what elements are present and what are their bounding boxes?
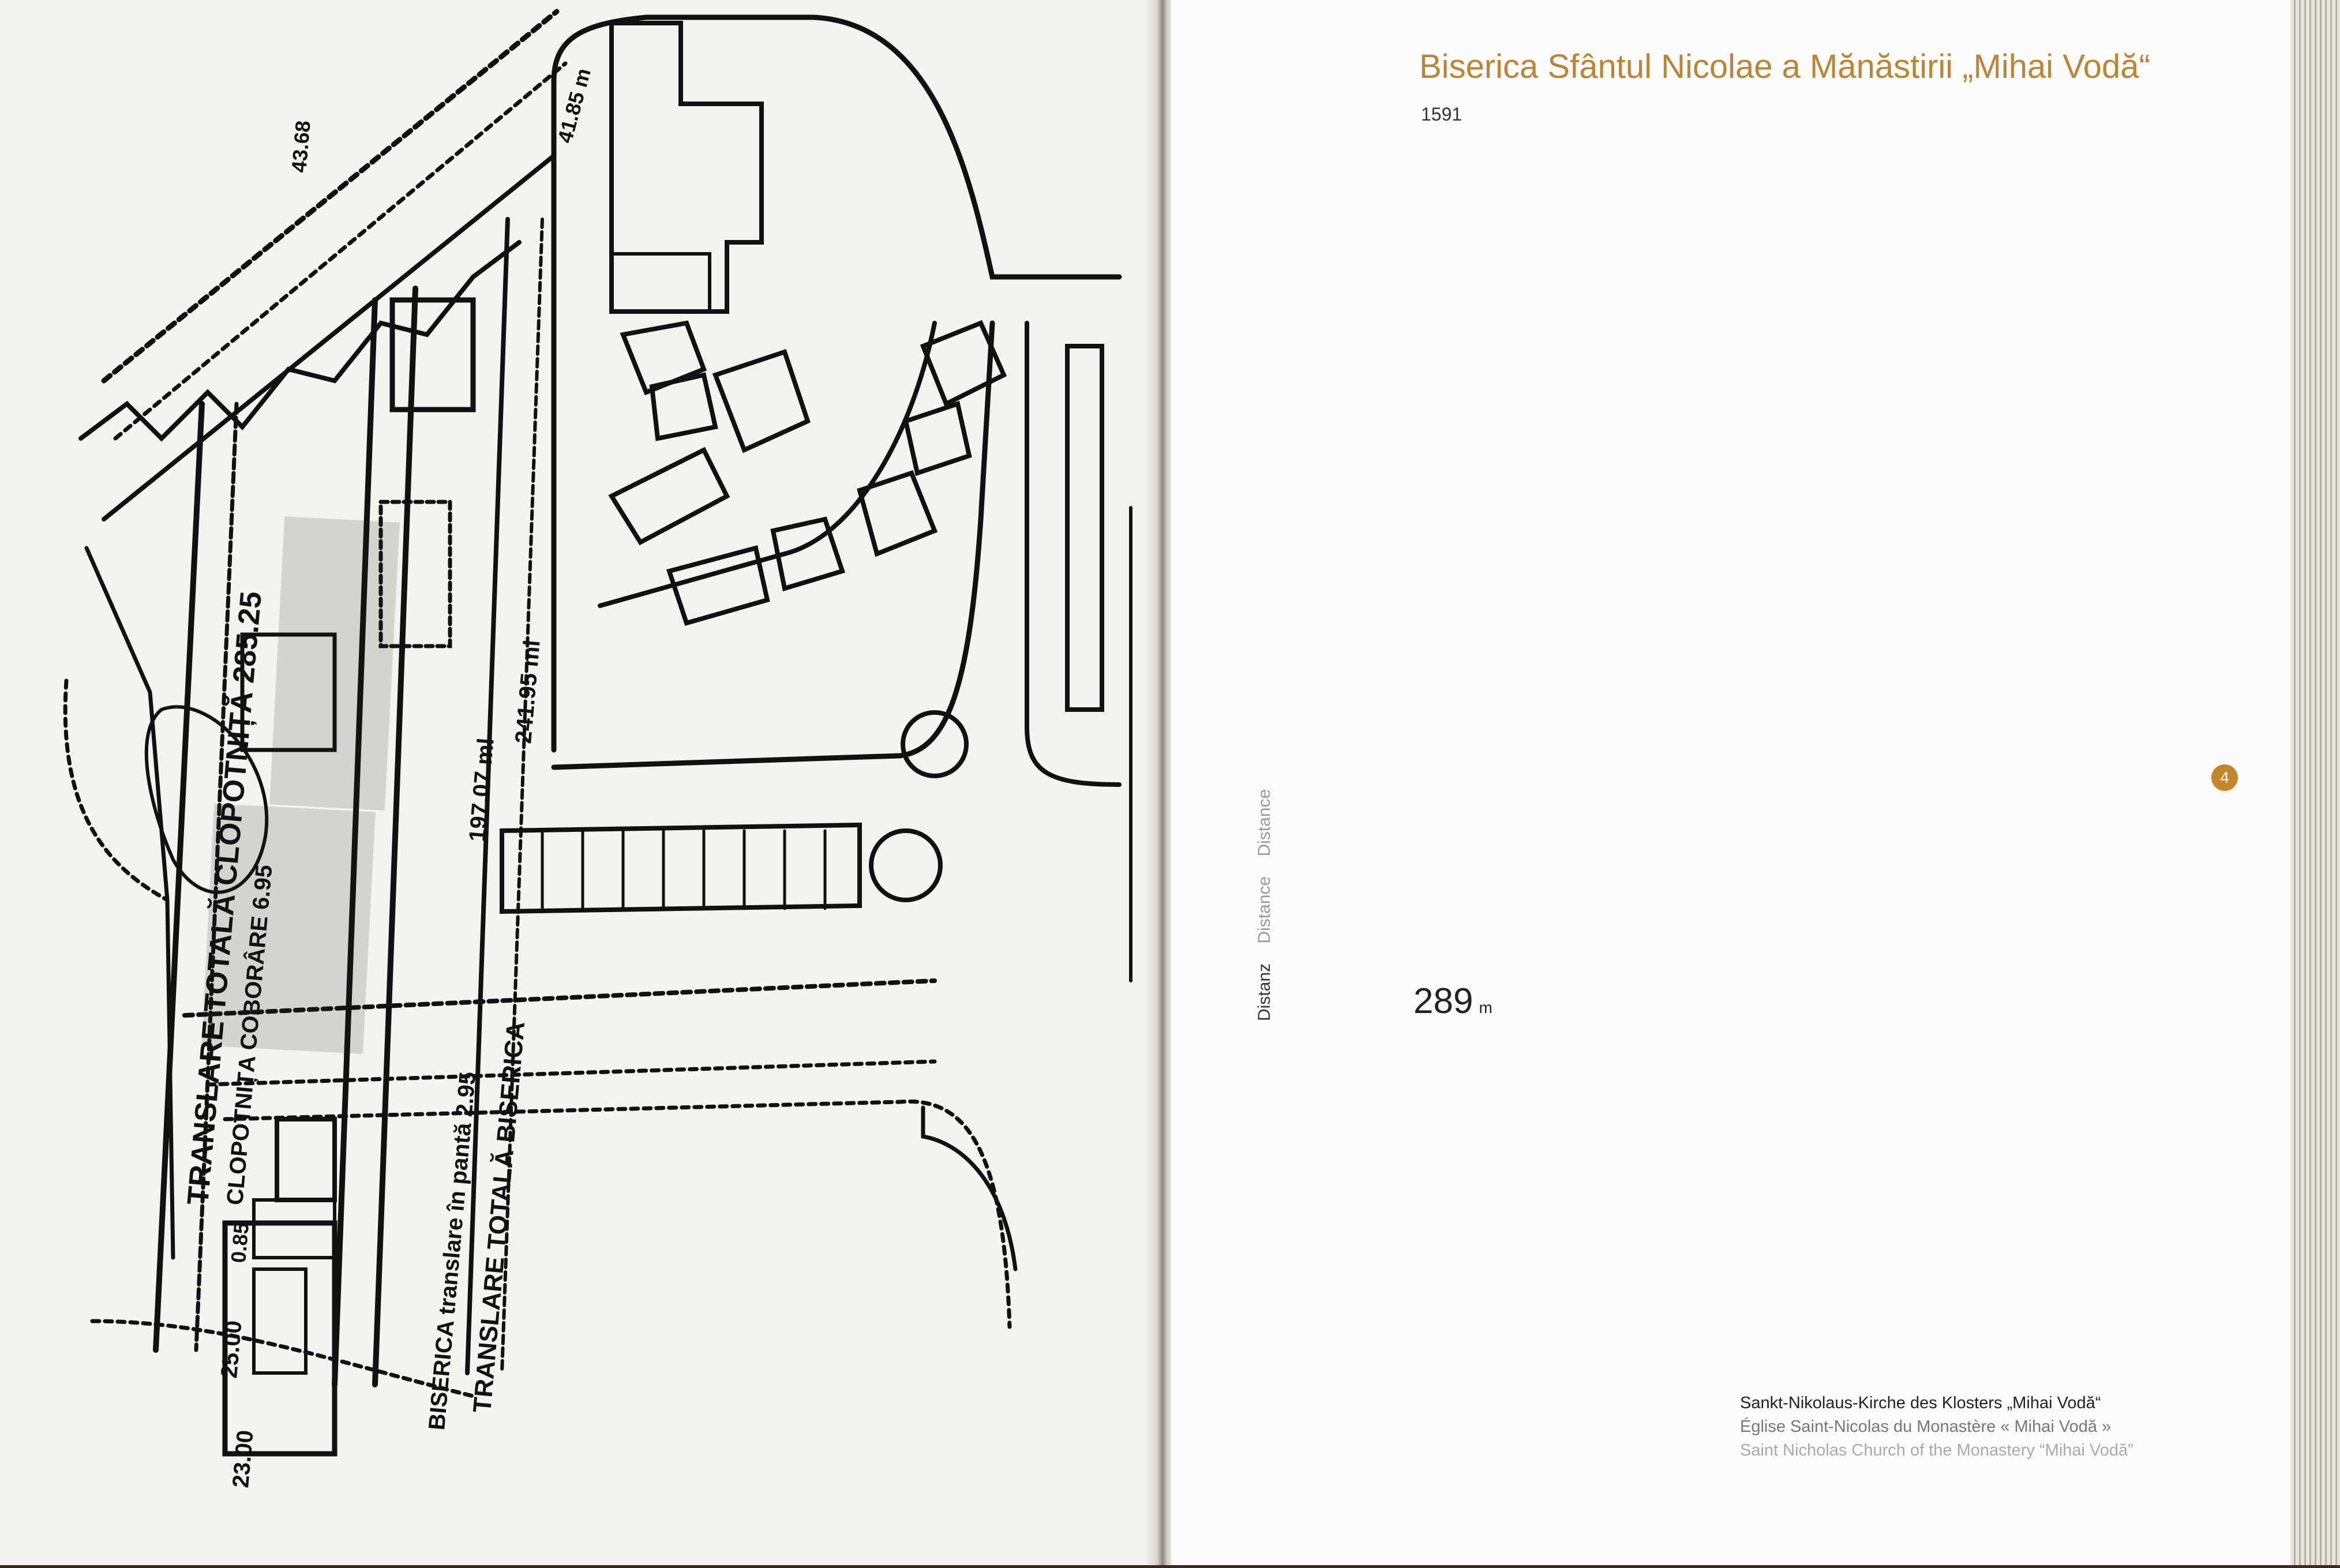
street-edge-south	[182, 978, 937, 1018]
entry-number-badge: 4	[2211, 764, 2238, 791]
belfry	[275, 1117, 337, 1202]
block-row-dividers	[541, 829, 827, 913]
captions: Sankt-Nikolaus-Kirche des Klosters „Miha…	[1740, 1391, 2133, 1462]
distance-value: 289	[1413, 981, 1473, 1021]
building-g	[920, 320, 1007, 407]
building-h	[903, 400, 972, 477]
label-distance-41: 41.85 m	[553, 66, 595, 145]
distance-labels: Distanz Distance Distance	[1255, 675, 1289, 1021]
building-c	[620, 320, 707, 396]
track-mid-1	[332, 297, 378, 1387]
caption-de: Sankt-Nikolaus-Kirche des Klosters „Miha…	[1740, 1394, 2101, 1412]
track-left-2	[194, 402, 239, 1352]
site-plan-drawing: TRANSLARE TOTALĂ CLOPOTNIȚĂ 285.25 CLOPO…	[63, 9, 1132, 1489]
left-page: TRANSLARE TOTALĂ CLOPOTNIȚĂ 285.25 CLOPO…	[0, 0, 1165, 1565]
track-left-1	[153, 401, 205, 1353]
street-edge-ne-2	[113, 61, 568, 441]
building-east-strip	[1065, 344, 1104, 712]
building-a	[609, 21, 764, 314]
track-mid-4	[500, 217, 544, 1375]
building-i	[857, 470, 938, 557]
garden	[144, 705, 268, 894]
belfry-lower	[252, 1198, 336, 1259]
distance-label-fr: Distance	[1255, 876, 1274, 944]
building-j	[770, 516, 846, 592]
building-f	[608, 447, 730, 546]
street-edge-ne	[101, 9, 560, 384]
building-e	[712, 348, 811, 453]
track-mid-3	[465, 217, 510, 1375]
distance-unit: m	[1479, 999, 1492, 1016]
church-final-inner	[252, 1267, 308, 1375]
rotunda-1	[901, 710, 969, 778]
west-boundary	[84, 546, 175, 1260]
curb-east	[1025, 321, 1122, 787]
curb-main	[551, 320, 995, 770]
building-b	[610, 252, 711, 313]
block-row	[500, 822, 862, 914]
curb-lower-east	[921, 1105, 1018, 1271]
page-edges	[2290, 0, 2340, 1565]
shading-track	[201, 803, 376, 1055]
curb-inner	[598, 321, 937, 608]
distance-label-en: Distance	[1255, 789, 1274, 857]
label-elevation-23: 23.00	[228, 1429, 258, 1489]
site-plan: TRANSLARE TOTALĂ CLOPOTNIȚĂ 285.25 CLOPO…	[35, 0, 1154, 1565]
rotunda-2	[869, 828, 943, 902]
nw-buildings-2	[102, 153, 556, 522]
shading-track-2	[269, 516, 400, 811]
church-mid	[378, 500, 452, 648]
curb-north	[551, 14, 1122, 753]
building-k	[666, 545, 770, 626]
label-distance-241: 241.95 ml	[511, 639, 545, 744]
label-distance-197: 197.07 ml	[464, 737, 499, 842]
building-d	[649, 372, 718, 441]
church-original	[389, 297, 476, 412]
church-final	[222, 1220, 337, 1457]
entry-year: 1591	[1421, 104, 1462, 125]
street-edge-south-2	[205, 1059, 937, 1087]
staircase	[240, 632, 337, 752]
track-mid-2	[372, 286, 418, 1387]
label-elevation-43: 43.68	[287, 119, 315, 173]
distance-readout: 289 m	[1413, 981, 1492, 1022]
label-elevation-085: 0.85	[226, 1221, 253, 1263]
street-edge-lower	[223, 1099, 1012, 1329]
street-edge-bottom	[90, 1319, 475, 1398]
caption-en: Saint Nicholas Church of the Monastery “…	[1740, 1441, 2133, 1460]
entry-title: Biserica Sfântul Nicolae a Mănăstirii „M…	[1419, 48, 2150, 85]
street-edge-west	[63, 678, 170, 902]
distance-label-de: Distanz	[1255, 963, 1274, 1021]
right-page	[1171, 0, 2296, 1565]
label-elevation-25: 25.00	[216, 1319, 247, 1379]
caption-fr: Église Saint-Nicolas du Monastère « Miha…	[1740, 1417, 2112, 1436]
